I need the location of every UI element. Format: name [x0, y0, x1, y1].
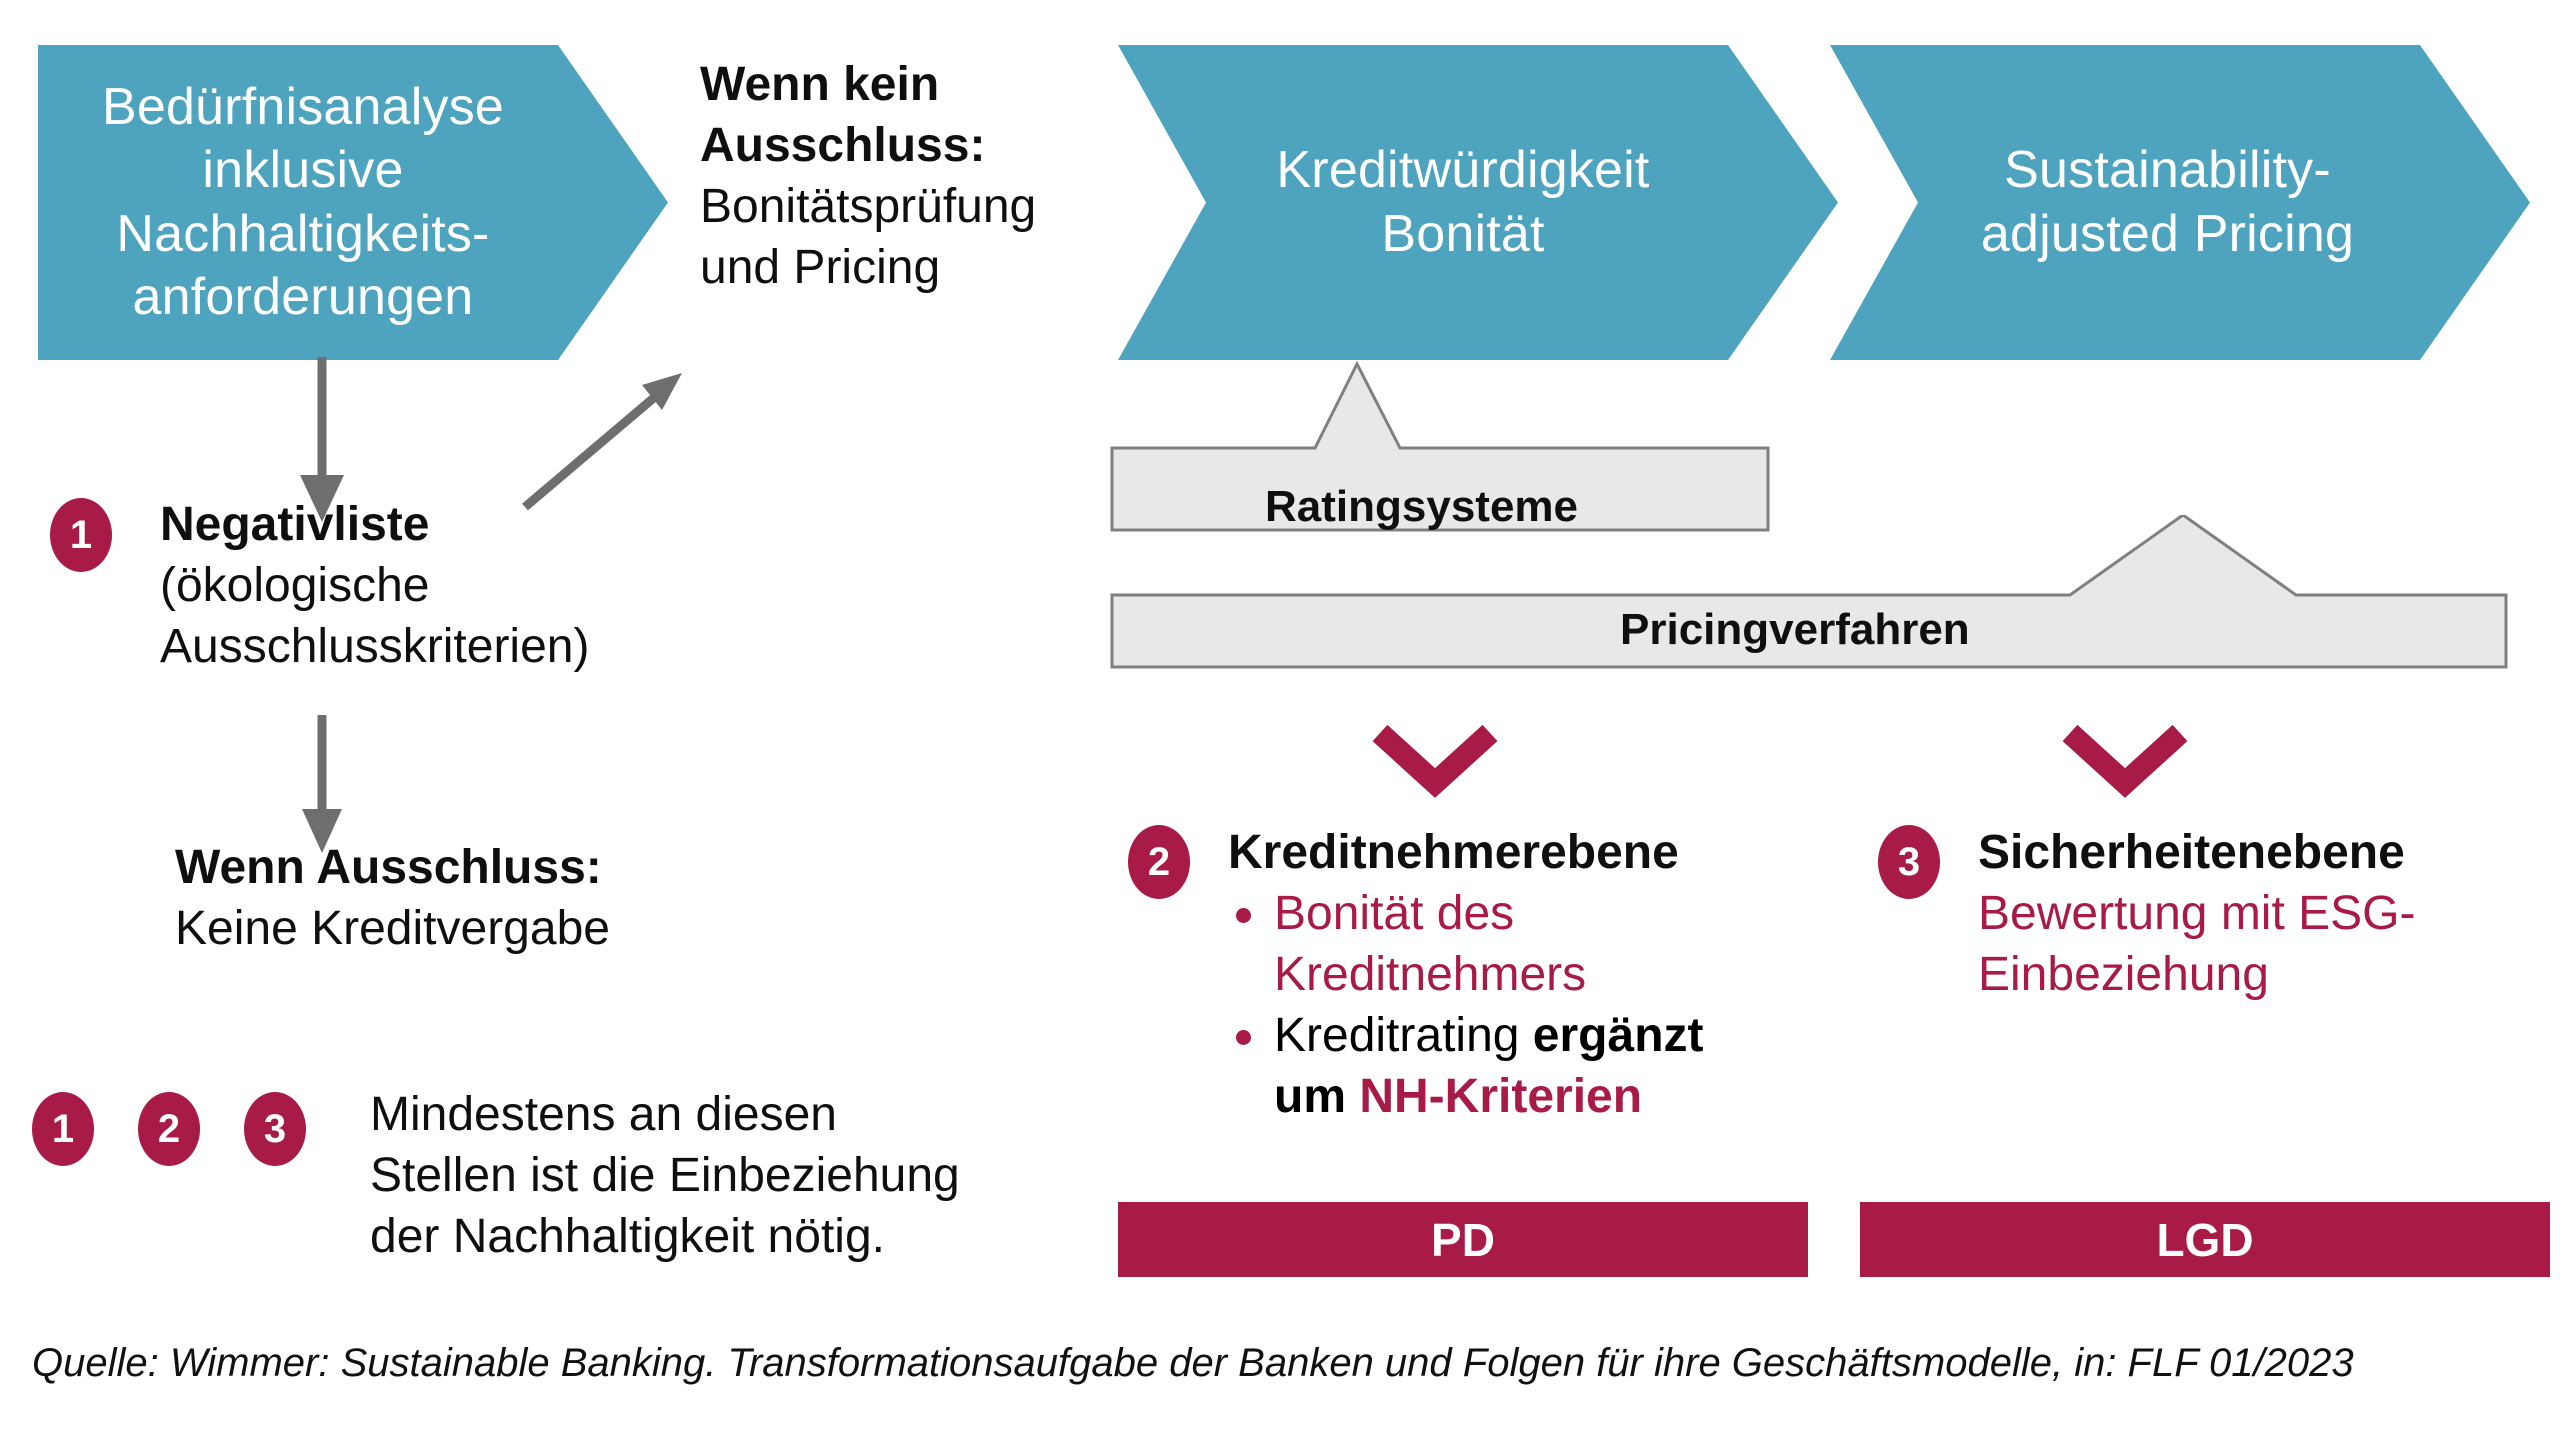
- pd-label: PD: [1431, 1213, 1495, 1266]
- chevron-line: Bonität: [1381, 204, 1545, 263]
- badge-3-sicherheitenebene: 3: [1878, 825, 1940, 899]
- kreditnehmerebene-heading: Kreditnehmerebene: [1228, 826, 1679, 879]
- legend-badge-2: 2: [138, 1092, 200, 1166]
- ratingsysteme-label: Ratingsysteme: [1265, 482, 1579, 531]
- badge-label: 3: [1897, 840, 1921, 884]
- legend-badge-3: 3: [244, 1092, 306, 1166]
- chevron-sustainability-pricing: Sustainability- adjusted Pricing: [1830, 45, 2530, 360]
- badge-label: 2: [157, 1107, 181, 1151]
- bullet2-bold: ergänzt: [1532, 1008, 1704, 1062]
- bullet1-line2: Kreditnehmers: [1274, 947, 1587, 1001]
- list-item: Bonität des Kreditnehmers: [1228, 884, 1868, 1006]
- legend-badge-1: 1: [32, 1092, 94, 1166]
- chevron-line: adjusted Pricing: [1980, 204, 2355, 263]
- bullet2-line2-bold: um: [1274, 1069, 1360, 1123]
- badge-2-kreditnehmerebene: 2: [1128, 825, 1190, 899]
- no-exclusion-heading-line2: Ausschluss:: [700, 118, 986, 172]
- chevron-kreditwuerdigkeit: Kreditwürdigkeit Bonität: [1118, 45, 1838, 360]
- chevron-down-icon: [1372, 725, 1498, 798]
- list-item: Kreditrating ergänzt um NH-Kriterien: [1228, 1006, 1868, 1128]
- chevron-line: anforderungen: [132, 267, 474, 326]
- source-citation: Quelle: Wimmer: Sustainable Banking. Tra…: [32, 1341, 2354, 1385]
- chevron-down-icon: [2062, 725, 2188, 798]
- lgd-bar: LGD: [1860, 1202, 2550, 1277]
- pricingverfahren-callout: [1110, 515, 2508, 669]
- chevron-line: inklusive: [202, 141, 404, 200]
- lgd-label: LGD: [2156, 1213, 2254, 1266]
- badge-label: 3: [263, 1107, 287, 1151]
- exclusion-body: Keine Kreditvergabe: [175, 901, 610, 955]
- bullet2-plain: Kreditrating: [1274, 1008, 1533, 1062]
- chevron-line: Nachhaltigkeits-: [116, 204, 490, 263]
- legend-line2: Stellen ist die Einbeziehung: [370, 1148, 960, 1202]
- sicherheitenebene-block: Sicherheitenebene Bewertung mit ESG- Ein…: [1978, 823, 2558, 1006]
- down-arrow-icon: [302, 715, 342, 853]
- legend-text-block: Mindestens an diesen Stellen ist die Ein…: [370, 1085, 1090, 1268]
- pricingverfahren-label: Pricingverfahren: [1620, 605, 1970, 654]
- no-exclusion-block: Wenn kein Ausschluss: Bonitätsprüfung un…: [700, 55, 1120, 299]
- badge-1-negativliste: 1: [50, 498, 112, 572]
- sicherheitenebene-body-line1: Bewertung mit ESG-: [1978, 886, 2416, 940]
- kreditnehmerebene-bullets: Bonität des Kreditnehmers Kreditrating e…: [1228, 884, 1868, 1128]
- bullet2-line2-crimson: NH-Kriterien: [1359, 1069, 1643, 1123]
- sicherheitenebene-heading: Sicherheitenebene: [1978, 826, 2405, 879]
- no-exclusion-body-line2: und Pricing: [700, 240, 941, 294]
- badge-label: 1: [51, 1107, 75, 1151]
- legend-line3: der Nachhaltigkeit nötig.: [370, 1209, 885, 1263]
- exclusion-heading: Wenn Ausschluss:: [175, 841, 602, 894]
- chevron-beduerfnisanalyse: Bedürfnisanalyse inklusive Nachhaltigkei…: [38, 45, 668, 360]
- legend-line1: Mindestens an diesen: [370, 1088, 837, 1141]
- down-arrow-icon: [300, 357, 344, 522]
- kreditnehmerebene-block: Kreditnehmerebene Bonität des Kreditnehm…: [1228, 823, 1868, 1128]
- negativliste-body-line2: Ausschlusskriterien): [160, 619, 590, 673]
- negativliste-heading: Negativliste: [160, 498, 430, 551]
- exclusion-block: Wenn Ausschluss: Keine Kreditvergabe: [175, 838, 875, 960]
- negativliste-block: Negativliste (ökologische Ausschlusskrit…: [160, 495, 720, 678]
- sicherheitenebene-body-line2: Einbeziehung: [1978, 947, 2269, 1001]
- ratingsysteme-callout: [1110, 360, 1770, 532]
- no-exclusion-heading-line1: Wenn kein: [700, 58, 940, 111]
- badge-label: 1: [69, 513, 93, 557]
- bullet1-line1: Bonität des: [1274, 886, 1515, 940]
- chevron-line: Sustainability-: [2004, 141, 2331, 200]
- badge-label: 2: [1147, 840, 1171, 884]
- negativliste-body-line1: (ökologische: [160, 558, 430, 612]
- pd-bar: PD: [1118, 1202, 1808, 1277]
- chevron-line: Bedürfnisanalyse: [101, 77, 505, 136]
- no-exclusion-body-line1: Bonitätsprüfung: [700, 179, 1037, 233]
- chevron-line: Kreditwürdigkeit: [1276, 141, 1650, 200]
- diagonal-arrow-icon: [522, 373, 682, 511]
